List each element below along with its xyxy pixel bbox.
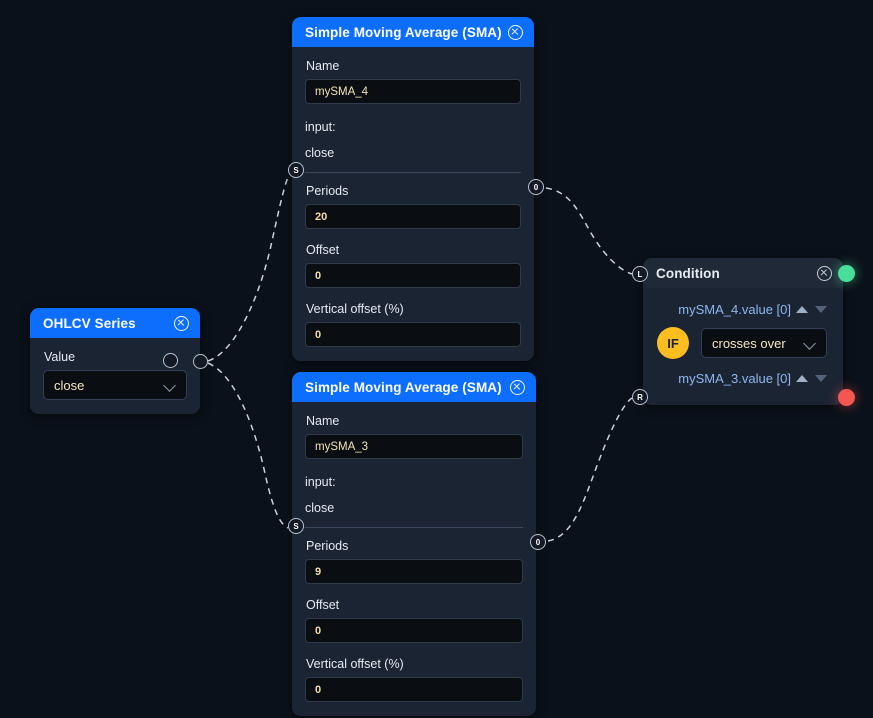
sma-bottom-offset-label: Offset [306, 598, 340, 612]
sma-top-input-port[interactable]: S [288, 162, 304, 178]
condition-title: Condition [656, 265, 720, 281]
ohlcv-output-port-handle[interactable] [193, 354, 208, 369]
sma-top-input-label: input: [305, 120, 336, 134]
node-sma-top[interactable]: Simple Moving Average (SMA) Name mySMA_4… [292, 17, 534, 361]
triangle-up-icon[interactable] [796, 374, 808, 382]
close-circle-icon[interactable] [508, 24, 523, 40]
sma-bottom-output-port[interactable]: 0 [530, 534, 546, 550]
sma-top-body: Name mySMA_4 input: close Periods 20 Off… [292, 47, 534, 361]
sma-bottom-input-value: close [305, 501, 335, 515]
condition-operator-select[interactable]: crosses over [701, 328, 827, 358]
sma-bottom-name-input[interactable]: mySMA_3 [305, 434, 523, 459]
sma-bottom-body: Name mySMA_3 input: close Periods 9 Offs… [292, 402, 536, 716]
ohlcv-header[interactable]: OHLCV Series [30, 308, 200, 338]
sma-top-vertical-offset-label: Vertical offset (%) [306, 302, 404, 316]
sma-bottom-periods-input[interactable]: 9 [305, 559, 523, 584]
sma-top-title: Simple Moving Average (SMA) [305, 24, 502, 40]
ohlcv-body: Value close [30, 338, 200, 414]
close-circle-icon[interactable] [817, 265, 832, 281]
triangle-down-icon[interactable] [815, 374, 827, 382]
sma-top-name-label: Name [306, 59, 340, 73]
edge-ohlcv-to-sma-top [207, 176, 289, 362]
sma-bottom-periods-label: Periods [306, 539, 349, 553]
triangle-down-icon[interactable] [815, 305, 827, 313]
close-circle-icon[interactable] [510, 379, 525, 395]
edge-ohlcv-to-sma-bottom [207, 362, 289, 529]
ohlcv-title: OHLCV Series [43, 315, 136, 331]
condition-body: mySMA_4.value [0] IF crosses over mySMA_… [643, 288, 843, 405]
condition-left-input-port[interactable]: L [632, 266, 648, 282]
sma-bottom-header[interactable]: Simple Moving Average (SMA) [292, 372, 536, 402]
sma-top-vertical-offset-input[interactable]: 0 [305, 322, 521, 347]
sma-bottom-input-label: input: [305, 475, 336, 489]
condition-operator-selected: crosses over [712, 335, 786, 351]
node-ohlcv-series[interactable]: OHLCV Series Value close [30, 308, 200, 414]
condition-header[interactable]: Condition [643, 258, 843, 288]
condition-right-input-port[interactable]: R [632, 389, 648, 405]
condition-true-output-dot[interactable] [838, 265, 855, 282]
sma-top-header[interactable]: Simple Moving Average (SMA) [292, 17, 534, 47]
sma-bottom-vertical-offset-input[interactable]: 0 [305, 677, 523, 702]
triangle-up-icon[interactable] [796, 305, 808, 313]
sma-bottom-input-port[interactable]: S [288, 518, 304, 534]
ohlcv-value-select[interactable]: close [43, 370, 187, 400]
sma-bottom-vertical-offset-label: Vertical offset (%) [306, 657, 404, 671]
sma-top-offset-input[interactable]: 0 [305, 263, 521, 288]
node-condition[interactable]: Condition mySMA_4.value [0] IF crosses o… [643, 258, 843, 405]
edge-sma-top-to-condition-left [545, 187, 633, 275]
sma-bottom-name-label: Name [306, 414, 340, 428]
close-circle-icon[interactable] [174, 315, 189, 331]
ohlcv-value-selected: close [54, 377, 85, 393]
sma-bottom-title: Simple Moving Average (SMA) [305, 379, 502, 395]
ohlcv-output-port[interactable] [163, 353, 178, 368]
condition-right-operand[interactable]: mySMA_3.value [0] [678, 370, 791, 386]
edge-sma-bottom-to-condition-right [547, 397, 633, 542]
node-sma-bottom[interactable]: Simple Moving Average (SMA) Name mySMA_3… [292, 372, 536, 716]
sma-top-offset-label: Offset [306, 243, 340, 257]
sma-bottom-divider [305, 527, 523, 528]
condition-false-output-dot[interactable] [838, 389, 855, 406]
sma-top-output-port[interactable]: 0 [528, 179, 544, 195]
chevron-down-icon [804, 337, 816, 349]
condition-right-operand-row[interactable]: mySMA_3.value [0] [657, 367, 827, 389]
condition-left-operand-row[interactable]: mySMA_4.value [0] [657, 298, 827, 320]
if-badge: IF [657, 327, 689, 359]
condition-operator-row: IF crosses over [657, 327, 827, 359]
sma-bottom-offset-input[interactable]: 0 [305, 618, 523, 643]
sma-top-periods-label: Periods [306, 184, 349, 198]
sma-top-input-value: close [305, 146, 335, 160]
condition-left-operand[interactable]: mySMA_4.value [0] [678, 301, 791, 317]
sma-top-name-input[interactable]: mySMA_4 [305, 79, 521, 104]
chevron-down-icon [164, 379, 176, 391]
sma-top-periods-input[interactable]: 20 [305, 204, 521, 229]
ohlcv-value-label: Value [44, 350, 76, 364]
sma-top-divider [305, 172, 521, 173]
